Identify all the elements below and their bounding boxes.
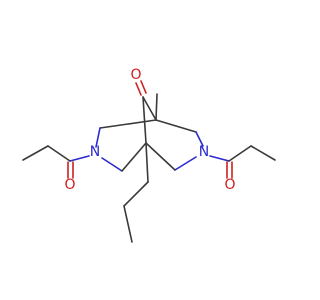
bond-ch2-ch3-left <box>22 145 49 161</box>
bond-propyl-3 <box>123 205 133 243</box>
bond-c2-n3 <box>95 127 101 148</box>
bond-c9-c1 <box>142 96 157 121</box>
bond-c9-c5 <box>142 96 147 144</box>
bond-c9-o-b <box>140 80 147 94</box>
bond-co-right-ch2 <box>228 145 252 162</box>
atom-o-right-carbonyl: O <box>224 177 235 193</box>
bond-c6-c5 <box>145 142 176 171</box>
bond-n3-co-left <box>69 155 90 162</box>
bond-n7-co-right <box>209 155 230 162</box>
bond-n3-c4 <box>101 157 123 172</box>
bond-c1-c8 <box>155 119 197 133</box>
atom-o-ketone: O <box>130 67 141 83</box>
bond-propyl-2 <box>123 181 149 207</box>
bond-n7-c6 <box>174 156 197 171</box>
bond-c9-o-a <box>135 82 142 96</box>
bond-co-left-ch2 <box>47 145 71 162</box>
molecule-diagram: O N N O O <box>22 67 276 243</box>
bond-propyl-1 <box>145 142 149 183</box>
atom-n-right: N <box>199 144 209 160</box>
bond-c1-c2 <box>99 119 157 129</box>
bond-ch2-ch3-right <box>250 145 276 161</box>
bond-c1-methyl <box>155 93 158 121</box>
bond-c8-n7 <box>195 131 204 147</box>
atom-n-left: N <box>90 144 100 160</box>
atom-o-left-carbonyl: O <box>64 177 75 193</box>
bond-c4-c5 <box>121 142 147 172</box>
